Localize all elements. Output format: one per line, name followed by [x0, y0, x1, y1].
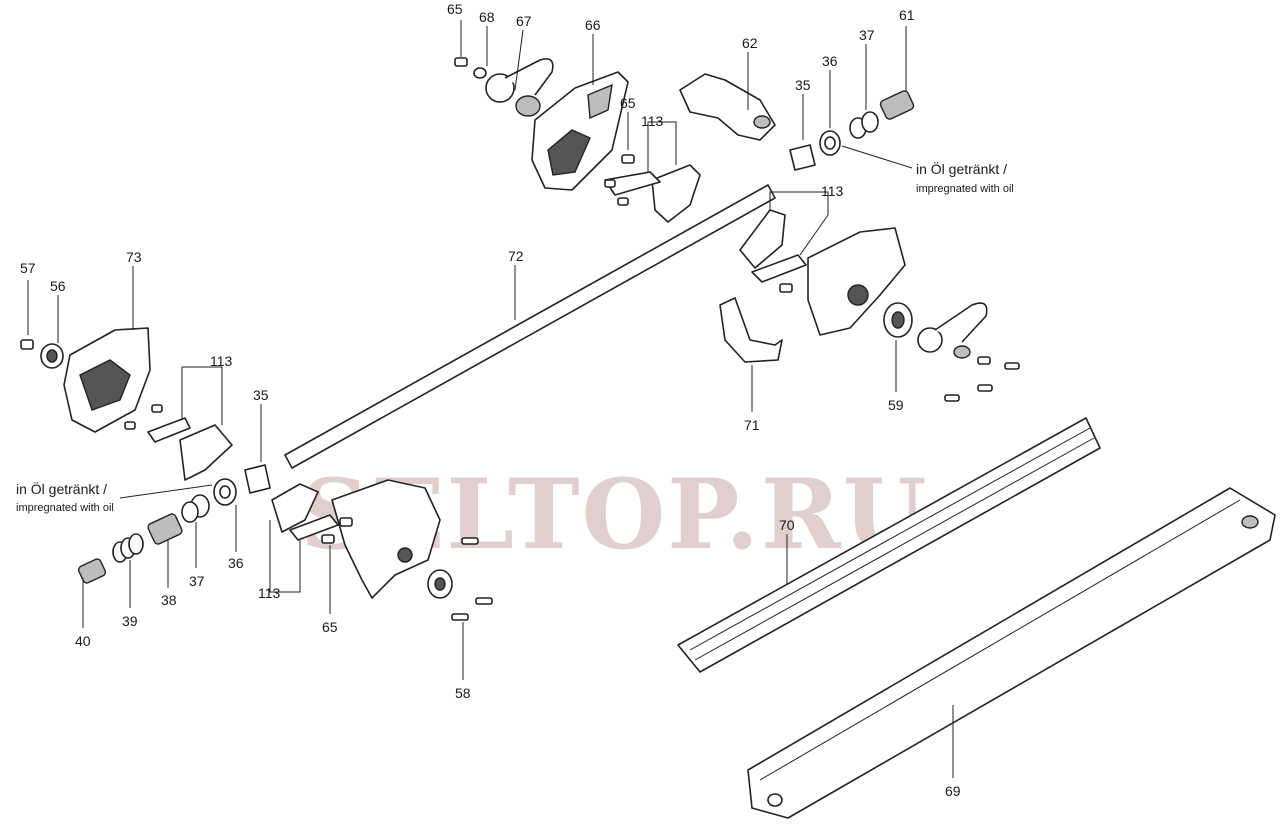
part-35-bearing-top: [789, 94, 816, 171]
spring-right: [917, 302, 988, 359]
label-36-left: 36: [228, 555, 244, 571]
part-66-housing: [531, 34, 629, 191]
screws-group-66: [604, 179, 629, 206]
label-113-top: 113: [641, 113, 664, 129]
label-113-left: 113: [210, 353, 233, 369]
part-70-rail: [677, 417, 1101, 673]
label-56: 56: [50, 278, 66, 294]
screw-lower-right: [461, 537, 479, 545]
label-66: 66: [585, 17, 601, 33]
part-65-screw-mid: [621, 112, 635, 164]
part-113-bracket-right: [739, 191, 829, 283]
label-68: 68: [479, 9, 495, 25]
label-36-top: 36: [822, 53, 838, 69]
callout-labels: 65 68 67 66 62 37 61 36 35 65 113 113 72…: [20, 1, 961, 799]
label-39: 39: [122, 613, 138, 629]
label-35-left: 35: [253, 387, 269, 403]
label-70: 70: [779, 517, 795, 533]
part-57-screw: [20, 280, 34, 350]
label-72: 72: [508, 248, 524, 264]
label-37-top: 37: [859, 27, 875, 43]
label-113-lower: 113: [258, 585, 281, 601]
part-113-bracket-lower: [269, 483, 339, 593]
label-65-top: 65: [447, 1, 463, 17]
oil-note-left: in Öl getränkt / impregnated with oil: [16, 480, 213, 514]
part-35-bearing-left: [244, 404, 271, 494]
part-71-clamp: [719, 297, 783, 412]
part-68-washer: [473, 26, 488, 79]
part-56-ring: [40, 295, 64, 369]
part-62-sleeve: [679, 52, 776, 141]
label-58: 58: [455, 685, 471, 701]
label-35-top: 35: [795, 77, 811, 93]
label-73: 73: [126, 249, 142, 265]
screws-right: [944, 356, 1020, 402]
label-40: 40: [75, 633, 91, 649]
part-113-bracket-top: [604, 121, 701, 223]
label-113-right: 113: [821, 183, 844, 199]
oil-note-left-de: in Öl getränkt /: [16, 480, 107, 497]
part-69-tube: [747, 487, 1276, 819]
part-67-spring: [485, 29, 554, 117]
part-65-screw-top: [454, 20, 468, 67]
part-39-spring: [112, 533, 144, 608]
part-61-shaft-end: [879, 26, 915, 120]
label-69: 69: [945, 783, 961, 799]
label-61: 61: [899, 7, 915, 23]
oil-note-left-en: impregnated with oil: [16, 502, 114, 514]
part-40-shaft-end: [77, 558, 107, 628]
oil-note-top-de: in Öl getränkt /: [916, 160, 1007, 177]
part-73-housing-left: [63, 266, 151, 433]
part-58-ring-screws: [427, 569, 493, 680]
label-38: 38: [161, 592, 177, 608]
part-113-bracket-left: [147, 366, 233, 481]
part-38-sleeve: [147, 513, 183, 588]
label-57: 57: [20, 260, 36, 276]
part-72-drive-shaft: [284, 184, 776, 469]
label-65-mid: 65: [620, 95, 636, 111]
part-37-rings-left: [181, 494, 210, 568]
oil-note-top: in Öl getränkt / impregnated with oil: [841, 145, 1014, 195]
part-36-ring-top: [819, 70, 841, 156]
label-65-lower: 65: [322, 619, 338, 635]
label-59: 59: [888, 397, 904, 413]
screw-right-a: [779, 283, 793, 293]
oil-note-top-en: impregnated with oil: [916, 183, 1014, 195]
label-62: 62: [742, 35, 758, 51]
label-71: 71: [744, 417, 760, 433]
housing-lower-center: [331, 479, 441, 599]
part-37-rings-top: [849, 44, 879, 139]
part-59-bearing-ring: [883, 302, 913, 392]
screws-left: [124, 404, 163, 430]
label-67: 67: [516, 13, 532, 29]
part-65-screws-lower: [321, 517, 353, 614]
part-36-ring-left: [213, 478, 237, 552]
housing-right-gearhead: [807, 227, 906, 336]
label-37-left: 37: [189, 573, 205, 589]
